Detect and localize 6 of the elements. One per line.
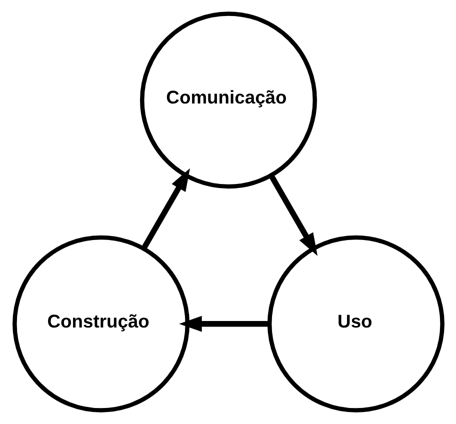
arrow bbox=[268, 174, 318, 256]
node-circle: Construção bbox=[12, 235, 190, 412]
arrow bbox=[140, 168, 190, 250]
node-circle: Comunicação bbox=[140, 12, 316, 189]
arrow bbox=[178, 316, 269, 332]
node-circle: Uso bbox=[266, 235, 444, 412]
